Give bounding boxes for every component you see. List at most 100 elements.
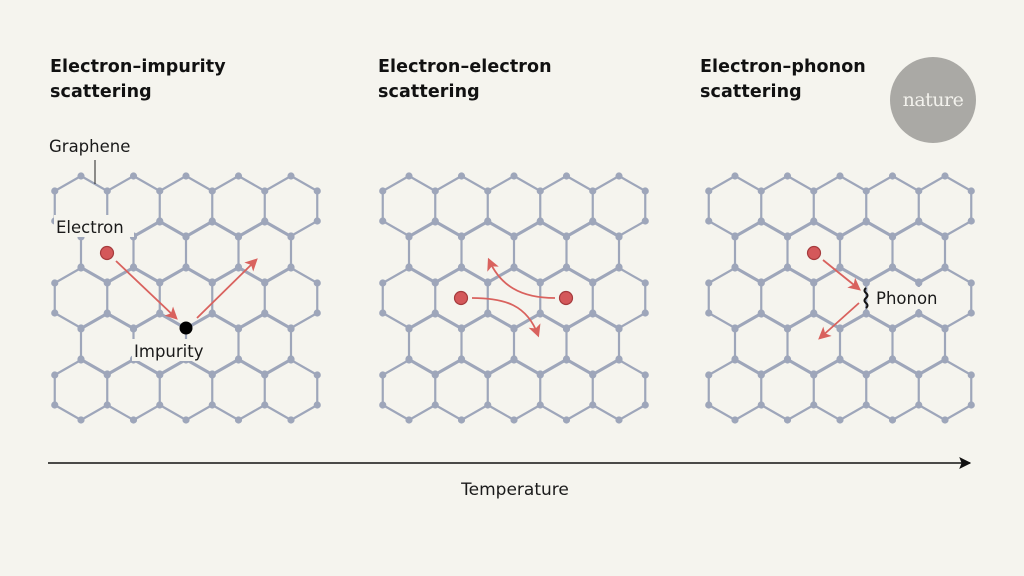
lattice-atom bbox=[484, 218, 492, 226]
lattice-bond bbox=[434, 221, 463, 238]
lattice-atom bbox=[287, 416, 295, 424]
lattice-bond bbox=[708, 359, 736, 376]
lattice-atom bbox=[941, 233, 949, 241]
lattice-bond bbox=[185, 175, 213, 192]
lattice-atom bbox=[51, 371, 59, 379]
lattice-atom bbox=[234, 416, 243, 424]
lattice-atom bbox=[562, 356, 571, 364]
lattice-bond bbox=[786, 267, 815, 284]
lattice-bond bbox=[592, 267, 620, 284]
lattice-bond bbox=[434, 267, 463, 284]
lattice-bond bbox=[891, 359, 920, 376]
lattice-bond bbox=[760, 175, 789, 192]
lattice-bond bbox=[290, 359, 318, 376]
lattice-bond bbox=[513, 175, 541, 192]
lattice-bond bbox=[760, 404, 789, 421]
lattice-bond bbox=[918, 404, 946, 421]
lattice-bond bbox=[592, 221, 620, 238]
lattice-bond bbox=[565, 267, 594, 284]
lattice-bond bbox=[786, 404, 815, 421]
lattice-atom bbox=[967, 401, 975, 409]
nature-logo-text: nature bbox=[902, 89, 964, 111]
lattice-atom bbox=[705, 371, 713, 379]
lattice-bond bbox=[185, 267, 213, 284]
lattice-atom bbox=[51, 401, 59, 409]
lattice-atom bbox=[915, 279, 923, 287]
lattice-atom bbox=[261, 187, 269, 195]
lattice-atom bbox=[536, 310, 544, 318]
lattice-atom bbox=[615, 172, 623, 180]
lattice-atom bbox=[156, 371, 164, 379]
lattice-atom bbox=[589, 218, 597, 226]
nature-logo: nature bbox=[890, 57, 976, 143]
lattice-bond bbox=[592, 175, 620, 192]
lattice-bond bbox=[734, 175, 762, 192]
lattice-atom bbox=[589, 310, 597, 318]
lattice-atom bbox=[510, 356, 518, 364]
lattice-atom bbox=[379, 279, 387, 287]
lattice-bond bbox=[618, 404, 646, 421]
lattice-bond bbox=[944, 175, 972, 192]
lattice-atom bbox=[862, 371, 870, 379]
lattice-bond bbox=[290, 312, 318, 329]
title-line-2: scattering bbox=[50, 82, 152, 102]
lattice-atom bbox=[836, 233, 844, 241]
lattice-atom bbox=[313, 371, 321, 379]
incoming-arrow bbox=[822, 259, 861, 291]
lattice-bond bbox=[80, 404, 108, 421]
lattice-atom bbox=[731, 416, 739, 424]
lattice-atom bbox=[888, 233, 897, 241]
lattice-atom bbox=[836, 325, 844, 333]
lattice-atom bbox=[77, 172, 85, 180]
lattice-atom bbox=[405, 416, 413, 424]
lattice-atom bbox=[405, 325, 413, 333]
lattice-atom bbox=[457, 264, 466, 272]
lattice-atom bbox=[129, 325, 138, 333]
lattice-bond bbox=[106, 313, 135, 330]
panel-title-electron-electron: Electron–electron scattering bbox=[378, 55, 552, 105]
lattice-bond bbox=[237, 221, 266, 238]
lattice-bond bbox=[408, 313, 436, 330]
lattice-atom bbox=[182, 233, 190, 241]
lattice-bond bbox=[813, 359, 841, 376]
lattice-bond bbox=[708, 267, 736, 284]
lattice-bond bbox=[237, 313, 266, 330]
lattice-atom bbox=[641, 401, 649, 409]
lattice-atom bbox=[757, 279, 765, 287]
lattice-atom bbox=[967, 217, 975, 225]
lattice-atom bbox=[234, 325, 243, 333]
title-line-1: Electron–phonon bbox=[700, 57, 866, 77]
lattice-atom bbox=[967, 309, 975, 317]
lattice-bond bbox=[839, 359, 867, 376]
electron-right-icon bbox=[558, 290, 574, 306]
lattice-bond bbox=[944, 404, 972, 421]
lattice-atom bbox=[783, 172, 792, 180]
lattice-atom bbox=[405, 356, 413, 364]
lattice-atom bbox=[641, 371, 649, 379]
lattice-bond bbox=[460, 175, 489, 192]
lattice-bond bbox=[565, 175, 594, 192]
lattice-atom bbox=[783, 325, 792, 333]
lattice-bond bbox=[211, 221, 240, 238]
lattice-atom bbox=[888, 172, 897, 180]
lattice-bond bbox=[734, 404, 762, 421]
lattice-atom bbox=[641, 217, 649, 225]
lattice-bond bbox=[106, 175, 135, 192]
lattice-atom bbox=[379, 401, 387, 409]
lattice-bond bbox=[211, 359, 240, 376]
lattice-bond bbox=[264, 175, 292, 192]
lattice-atom bbox=[731, 325, 739, 333]
lattice-atom bbox=[757, 187, 765, 195]
lattice-atom bbox=[915, 401, 923, 409]
lattice-atom bbox=[862, 310, 870, 318]
lattice-bond bbox=[132, 404, 161, 421]
title-line-1: Electron–electron bbox=[378, 57, 552, 77]
lattice-atom bbox=[836, 416, 844, 424]
lattice-atom bbox=[103, 371, 111, 379]
lattice-atom bbox=[783, 416, 792, 424]
lattice-bond bbox=[734, 313, 762, 330]
lattice-bond bbox=[786, 313, 815, 330]
electron-left-icon bbox=[453, 290, 469, 306]
lattice-atom bbox=[156, 310, 164, 318]
lattice-atom bbox=[510, 416, 518, 424]
